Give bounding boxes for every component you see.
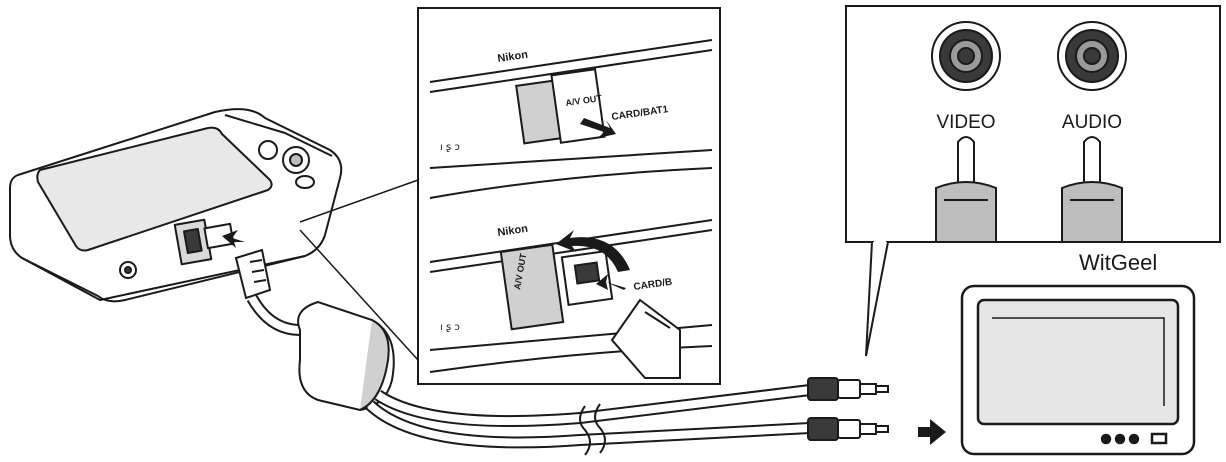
- closeup-inset: ı ʂ ɔ Nikon A/V OUT CARD/BAT1 ı ʂ ɔ Niko…: [417, 7, 721, 385]
- jack-inset: VIDEO AUDIO: [845, 5, 1221, 357]
- arrow-icon: [580, 118, 616, 138]
- svg-text:ı ʂ ɔ: ı ʂ ɔ: [440, 142, 460, 153]
- callout-lines: [299, 179, 419, 361]
- slot-label-bottom: CARD/B: [633, 277, 673, 293]
- svg-text:ı ʂ ɔ: ı ʂ ɔ: [440, 322, 460, 333]
- rca-jack-audio-icon: [1057, 21, 1127, 91]
- camera-icon: [9, 108, 343, 303]
- av-cable: [234, 248, 811, 456]
- audio-label: AUDIO: [1062, 112, 1122, 133]
- brand-label-bottom: Nikon: [497, 223, 529, 239]
- arrow-icon: [556, 230, 630, 272]
- arrow-icon: [222, 230, 245, 248]
- rca-plug-icon: [935, 136, 1123, 243]
- brand-label-top: Nikon: [497, 49, 529, 65]
- arrow-icon: [596, 274, 626, 290]
- video-label: VIDEO: [936, 112, 995, 133]
- rca-plug-icon: [807, 377, 889, 441]
- tv-icon: [960, 284, 1196, 456]
- hdmi-closeup-bottom-icon: ı ʂ ɔ: [429, 219, 713, 379]
- rca-jack-video-icon: [931, 21, 1001, 91]
- arrow-icon: [918, 419, 946, 445]
- plug-color-label: WitGeel: [1079, 250, 1157, 275]
